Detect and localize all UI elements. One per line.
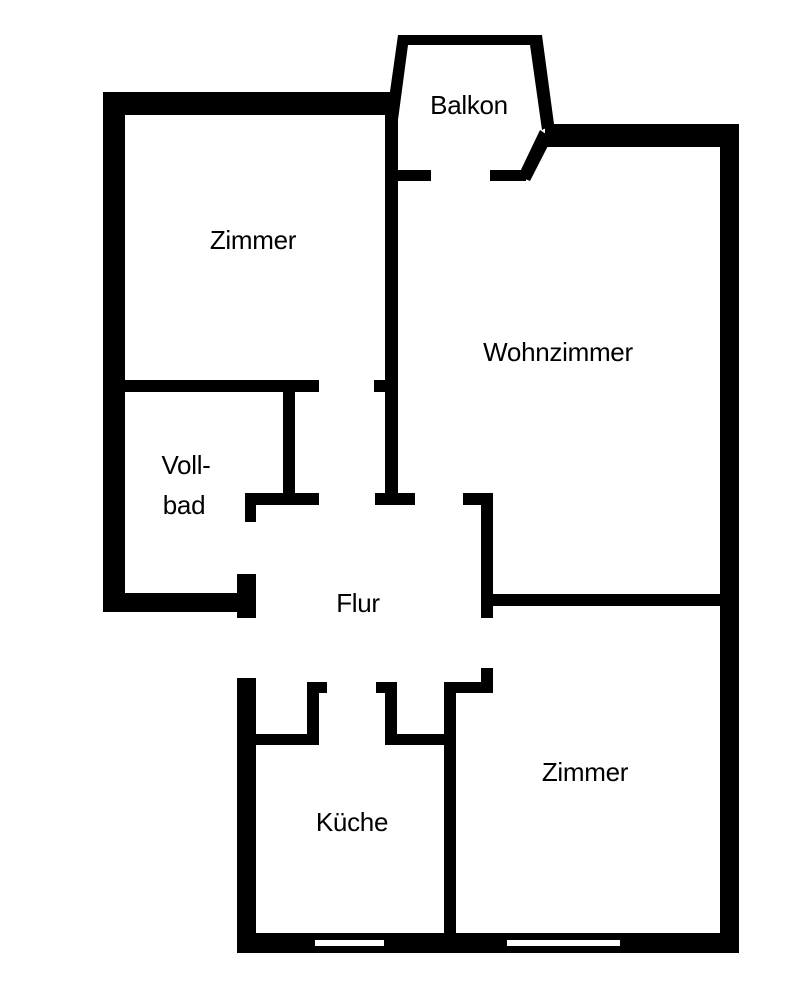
wall [493, 594, 720, 606]
wall [283, 392, 295, 493]
wall [103, 593, 256, 612]
wall [237, 933, 739, 953]
wall [444, 682, 493, 693]
wall [490, 170, 526, 181]
balcony-wall [386, 35, 554, 130]
wall [124, 380, 319, 392]
wall [444, 682, 456, 933]
wall [256, 734, 319, 745]
window-kueche [315, 940, 384, 946]
room-label-zimmer-bottom: Zimmer [541, 757, 629, 787]
wall [245, 493, 319, 505]
wall [375, 493, 415, 505]
wall [245, 493, 256, 522]
wall [237, 678, 256, 953]
walls [103, 35, 739, 953]
wall [720, 124, 739, 953]
room-label-wohnzimmer: Wohnzimmer [483, 337, 633, 367]
wall [385, 92, 398, 505]
wall [518, 130, 552, 181]
wall [103, 92, 389, 115]
wall [398, 170, 431, 181]
room-label-balkon: Balkon [430, 90, 508, 120]
wall [385, 682, 397, 745]
room-label-flur: Flur [336, 588, 380, 618]
room-label-vollbad-line1: Voll- [161, 450, 211, 480]
room-label-zimmer-top: Zimmer [209, 225, 297, 255]
wall [307, 682, 319, 745]
wall [481, 493, 493, 618]
room-label-vollbad-line2: bad [162, 490, 206, 520]
wall [103, 92, 125, 612]
wall [545, 124, 739, 147]
room-label-kueche: Küche [315, 807, 389, 837]
wall [307, 682, 327, 693]
wall [237, 574, 256, 618]
window-zimmer [507, 940, 620, 946]
wall [385, 734, 456, 745]
wall [374, 380, 398, 392]
wall [481, 668, 493, 693]
